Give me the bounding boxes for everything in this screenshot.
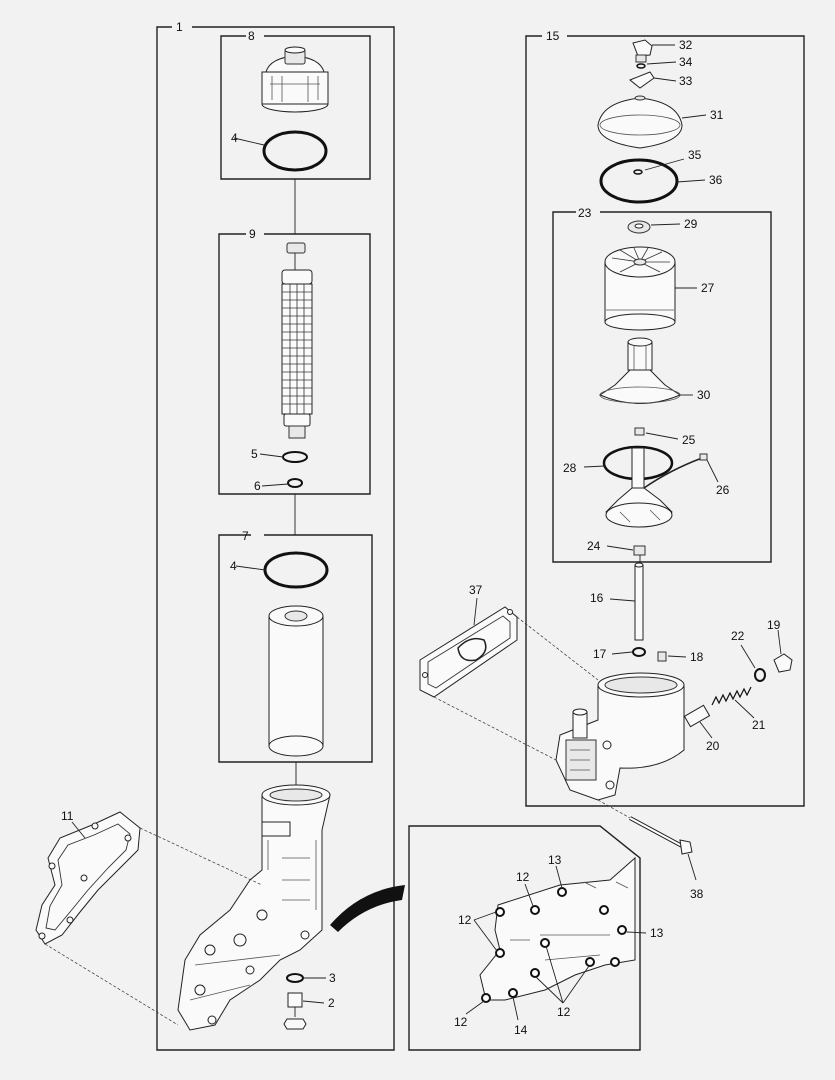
group-23-box: 23 [552, 206, 772, 563]
seal-ring-5 [282, 451, 308, 463]
group-7-box: 7 [218, 529, 373, 763]
drain-ring-3 [286, 973, 304, 983]
valve-cap-19 [773, 653, 793, 673]
callout-5: 5 [251, 447, 258, 461]
callout-1: 1 [176, 20, 183, 34]
callout-4-lower: 4 [230, 559, 237, 573]
gasket-left-part [35, 811, 141, 945]
callout-6: 6 [254, 479, 261, 493]
callout-38: 38 [690, 887, 704, 901]
callout-14: 14 [514, 1023, 528, 1037]
callout-12-bottom: 12 [557, 1005, 571, 1019]
callout-26: 26 [716, 483, 730, 497]
o-ring-part [262, 130, 328, 172]
group-8-box: 8 [220, 29, 371, 180]
drain-plug-part [283, 992, 307, 1030]
filter-insert-part [281, 242, 313, 439]
callout-13-top: 13 [548, 853, 562, 867]
cover-o-ring-part [599, 158, 679, 204]
centrifuge-rotor-part [604, 246, 676, 331]
detail-view-frame [408, 825, 641, 1051]
callout-12-top: 12 [516, 870, 530, 884]
callout-37: 37 [469, 583, 483, 597]
callout-12-left: 12 [458, 913, 472, 927]
callout-32: 32 [679, 38, 693, 52]
callout-28: 28 [563, 461, 577, 475]
cooler-housing-detail-part [479, 856, 636, 1003]
callout-8: 8 [248, 29, 255, 43]
gasket-right-part [419, 606, 518, 698]
callout-3: 3 [329, 971, 336, 985]
centrifuge-cover-part [597, 95, 683, 149]
shaft-part [634, 562, 644, 641]
detail-arrow [330, 885, 405, 932]
callout-19: 19 [767, 618, 781, 632]
callout-15: 15 [546, 29, 560, 43]
piston-20 [683, 704, 711, 728]
nozzle-base-part [602, 445, 708, 528]
callout-17: 17 [593, 647, 607, 661]
o-ring-lower-part [263, 551, 329, 589]
seal-ring-6 [287, 478, 303, 488]
callout-33: 33 [679, 74, 693, 88]
filter-housing-part [177, 784, 331, 1031]
callout-30: 30 [697, 388, 711, 402]
callout-35: 35 [688, 148, 702, 162]
callout-29: 29 [684, 217, 698, 231]
callout-21: 21 [752, 718, 766, 732]
vent-screw-part [632, 39, 653, 63]
callout-18: 18 [690, 650, 704, 664]
rotor-base-part [598, 337, 682, 404]
callout-25: 25 [682, 433, 696, 447]
assembly-15-frame: 15 [525, 29, 805, 807]
centrifuge-housing-part [555, 672, 685, 801]
rotor-washer-part [627, 220, 651, 234]
assembly-1-frame: 1 [156, 20, 395, 1051]
callout-2: 2 [328, 996, 335, 1010]
callout-16: 16 [590, 591, 604, 605]
callout-23: 23 [578, 206, 592, 220]
callout-7: 7 [242, 529, 249, 543]
callout-34: 34 [679, 55, 693, 69]
bolt-part [629, 816, 693, 855]
callout-9: 9 [249, 227, 256, 241]
callout-31: 31 [710, 108, 724, 122]
group-9-box: 9 [218, 227, 371, 495]
callout-12-bottom-left: 12 [454, 1015, 468, 1029]
callout-11: 11 [61, 809, 74, 823]
callout-22: 22 [731, 629, 745, 643]
spring-21 [711, 686, 752, 706]
callout-27: 27 [701, 281, 715, 295]
callout-24: 24 [587, 539, 601, 553]
callout-20: 20 [706, 739, 720, 753]
callout-4-upper: 4 [231, 131, 238, 145]
callout-36: 36 [709, 173, 723, 187]
filter-element-part [268, 605, 324, 757]
callout-13-right: 13 [650, 926, 664, 940]
cap-part [261, 46, 329, 113]
